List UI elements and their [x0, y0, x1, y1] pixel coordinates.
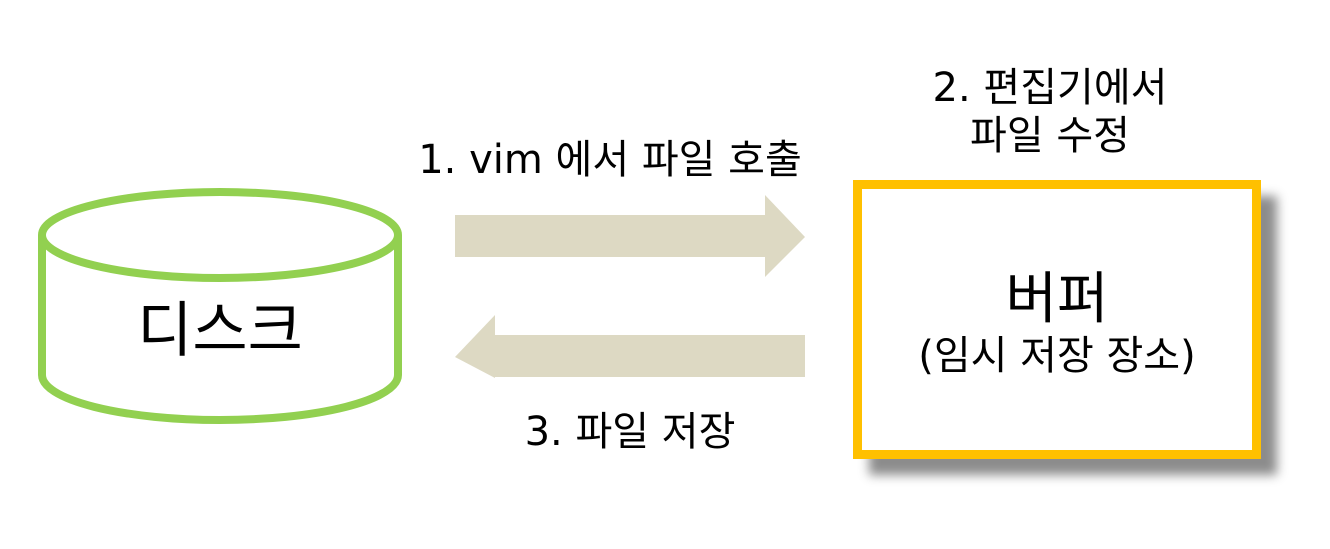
arrow-to-disk [455, 315, 805, 378]
arrow-to-buffer [455, 195, 805, 277]
step2-line2: 파일 수정 [970, 113, 1130, 159]
buffer-title: 버퍼 [1005, 267, 1109, 332]
disk-top [38, 188, 402, 282]
step2-line1: 2. 편집기에서 [932, 65, 1168, 111]
buffer-subtitle: (임시 저장 장소) [918, 333, 1196, 379]
disk-cylinder [38, 188, 402, 424]
step2-label: 2. 편집기에서 파일 수정 [890, 64, 1210, 160]
step3-label: 3. 파일 저장 [524, 409, 736, 455]
disk-body [38, 235, 402, 424]
buffer-box: 버퍼 (임시 저장 장소) [853, 180, 1261, 459]
disk-label: 디스크 [137, 296, 303, 366]
step1-label: 1. vim 에서 파일 호출 [418, 137, 802, 183]
arrows [455, 195, 805, 378]
